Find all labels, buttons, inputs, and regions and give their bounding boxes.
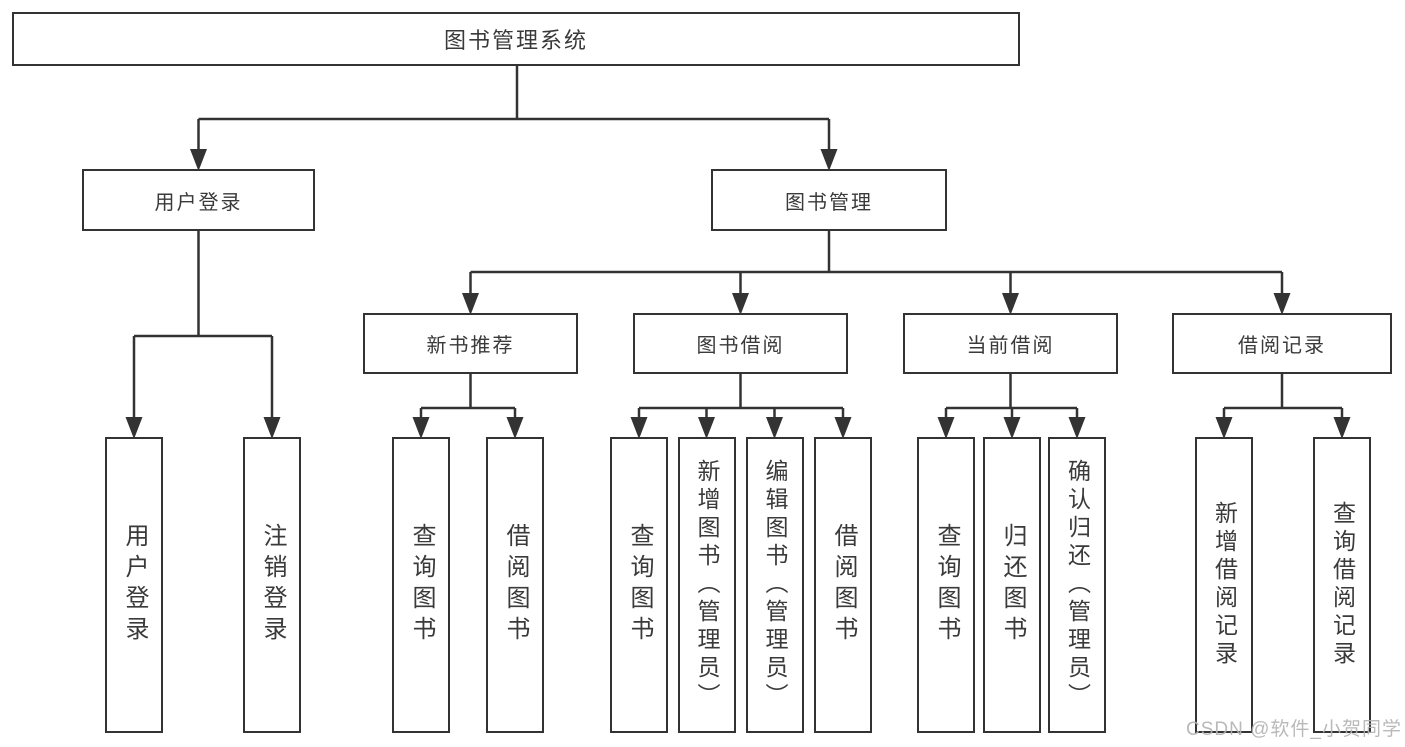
node-label: 新书推荐 [426, 335, 515, 357]
leaf-label: 查询图书 [933, 523, 960, 647]
leaf-confirm-return-admin: 确认归还（管理员） [1048, 437, 1106, 733]
node-label: 用户登录 [154, 191, 243, 214]
node-book-borrowing: 图书借阅 [633, 313, 848, 374]
leaf-label: 用户登录 [121, 523, 148, 647]
leaf-edit-books-admin: 编辑图书（管理员） [745, 437, 804, 733]
leaf-query-books-2: 查询图书 [610, 437, 668, 733]
leaf-add-borrow-record: 新增借阅记录 [1195, 437, 1253, 733]
leaf-label: 查询图书 [626, 523, 653, 647]
leaf-label: 查询借阅记录 [1329, 501, 1356, 669]
node-label: 图书管理 [785, 191, 873, 214]
arrowhead-icons [125, 149, 1351, 439]
leaf-label: 归还图书 [999, 523, 1026, 647]
node-label: 当前借阅 [966, 335, 1055, 357]
node-current-borrowing: 当前借阅 [903, 313, 1118, 374]
node-book-management: 图书管理 [711, 169, 947, 231]
leaf-borrow-books-1: 借阅图书 [486, 437, 544, 733]
leaf-label: 注销登录 [259, 523, 286, 647]
csdn-watermark: CSDN @软件_小贺同学 [1186, 719, 1402, 740]
node-label: 图书借阅 [696, 335, 785, 357]
leaf-logout: 注销登录 [243, 437, 301, 733]
leaf-label: 借阅图书 [502, 523, 529, 647]
leaf-label: 新增借阅记录 [1211, 501, 1238, 669]
leaf-borrow-books-2: 借阅图书 [814, 437, 872, 733]
node-label: 图书管理系统 [443, 28, 588, 53]
leaf-add-books-admin: 新增图书（管理员） [677, 437, 736, 733]
leaf-label: 确认归还（管理员） [1064, 459, 1091, 711]
leaf-label: 借阅图书 [830, 523, 857, 647]
node-library-management-system: 图书管理系统 [12, 12, 1020, 66]
node-borrowing-records: 借阅记录 [1172, 313, 1392, 374]
node-label: 借阅记录 [1238, 335, 1326, 357]
leaf-return-books: 归还图书 [983, 437, 1041, 733]
leaf-query-borrow-record: 查询借阅记录 [1313, 437, 1371, 733]
leaf-label: 编辑图书（管理员） [762, 459, 788, 711]
node-user-login: 用户登录 [82, 169, 315, 231]
leaf-query-books-3: 查询图书 [917, 437, 975, 733]
leaf-label: 新增图书（管理员） [694, 459, 720, 711]
node-new-book-recommendation: 新书推荐 [363, 313, 578, 374]
leaf-user-login: 用户登录 [105, 437, 163, 733]
leaf-label: 查询图书 [408, 523, 435, 647]
leaf-query-books-1: 查询图书 [392, 437, 450, 733]
